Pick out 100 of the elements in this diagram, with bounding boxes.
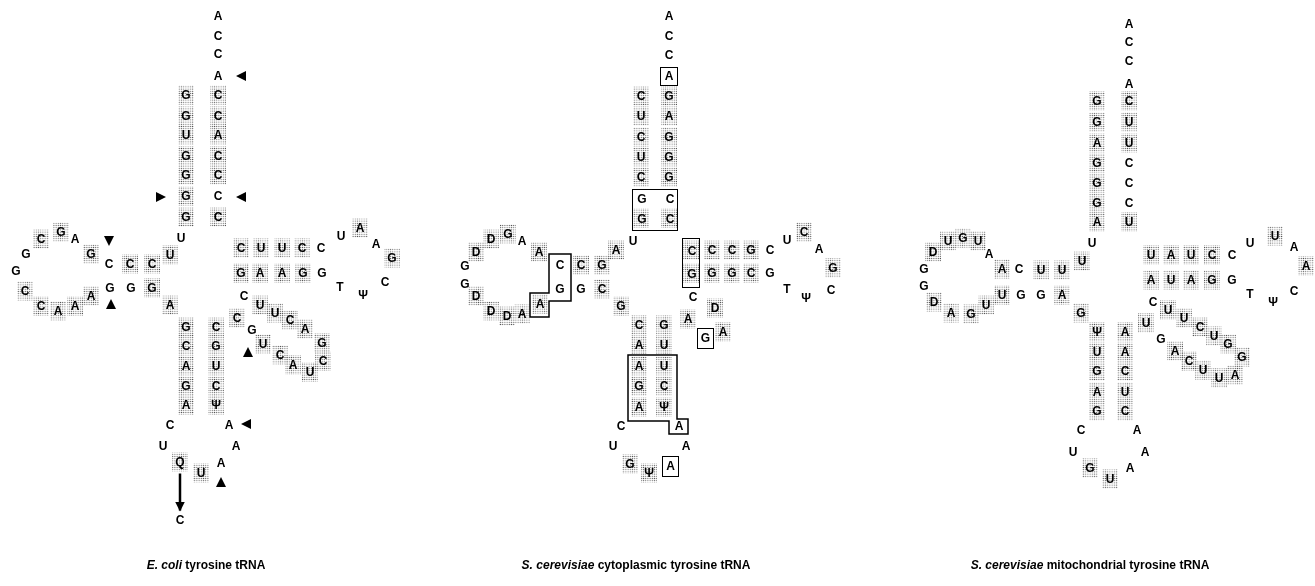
nucleotide-letter: C bbox=[554, 256, 566, 274]
nucleotide-letter: A bbox=[1091, 383, 1103, 401]
nucleotide-letter: U bbox=[276, 239, 288, 257]
nucleotide-letter: C bbox=[1123, 52, 1135, 70]
nucleotide-letter: U bbox=[1076, 252, 1088, 270]
nucleotide-letter: T bbox=[335, 278, 345, 296]
nucleotide-letter: G bbox=[726, 264, 738, 282]
nucleotide-letter: A bbox=[680, 437, 692, 455]
nucleotide-letter: C bbox=[1288, 282, 1300, 300]
nucleotide-letter: C bbox=[315, 239, 327, 257]
nucleotide-letter: C bbox=[103, 255, 115, 273]
nucleotide-letter: U bbox=[1269, 227, 1281, 245]
nucleotide-letter: C bbox=[124, 255, 136, 273]
boxed-nucleotide: G bbox=[697, 328, 714, 349]
nucleotide-letter: A bbox=[633, 398, 645, 416]
nucleotide-letter: C bbox=[1119, 402, 1131, 420]
nucleotide-letter: A bbox=[516, 232, 528, 250]
nucleotide-letter: C bbox=[663, 46, 675, 64]
nucleotide-letter: G bbox=[636, 190, 648, 208]
nucleotide-letter: G bbox=[1084, 459, 1096, 477]
nucleotide-letter: A bbox=[1056, 286, 1068, 304]
nucleotide-letter: G bbox=[125, 279, 137, 297]
nucleotide-letter: D bbox=[485, 230, 497, 248]
nucleotide-letter: Ψ bbox=[643, 464, 655, 482]
nucleotide-letter: A bbox=[534, 295, 546, 313]
nucleotide-letter: A bbox=[1229, 366, 1241, 384]
nucleotide-letter: U bbox=[942, 232, 954, 250]
nucleotide-letter: C bbox=[596, 280, 608, 298]
nucleotide-letter: G bbox=[146, 279, 158, 297]
nucleotide-letter: G bbox=[180, 107, 192, 125]
nucleotide-letter: C bbox=[687, 288, 699, 306]
nucleotide-letter: D bbox=[470, 243, 482, 261]
nucleotide-letter: C bbox=[173, 511, 187, 529]
nucleotide-letter: A bbox=[633, 336, 645, 354]
nucleotide-letter: G bbox=[636, 210, 648, 228]
nucleotide-letter: G bbox=[596, 256, 608, 274]
nucleotide-letter: A bbox=[663, 7, 675, 25]
nucleotide-letter: A bbox=[945, 304, 957, 322]
nucleotide-letter: C bbox=[726, 241, 738, 259]
nucleotide-letter: U bbox=[1140, 314, 1152, 332]
nucleotide-letter: A bbox=[610, 241, 622, 259]
nucleotide-letter: Ψ bbox=[1267, 293, 1279, 311]
nucleotide-letter: U bbox=[164, 246, 176, 264]
nucleotide-letter: G bbox=[180, 318, 192, 336]
nucleotide-letter: C bbox=[706, 241, 718, 259]
nucleotide-letter: U bbox=[658, 357, 670, 375]
nucleotide-letter: D bbox=[501, 307, 513, 325]
nucleotide-letter: C bbox=[235, 239, 247, 257]
nucleotide-letter: G bbox=[20, 245, 32, 263]
nucleotide-letter: C bbox=[1123, 194, 1135, 212]
nucleotide-letter: U bbox=[627, 232, 639, 250]
nucleotide-letter: C bbox=[212, 147, 224, 165]
structure-caption: S. cerevisiae cytoplasmic tyrosine tRNA bbox=[521, 558, 751, 572]
nucleotide-letter: U bbox=[1067, 443, 1079, 461]
nucleotide-letter: U bbox=[1086, 234, 1098, 252]
nucleotide-letter: G bbox=[459, 257, 471, 275]
nucleotide-letter: G bbox=[957, 229, 969, 247]
nucleotide-letter: Ψ bbox=[1091, 323, 1103, 341]
nucleotide-letter: G bbox=[624, 455, 636, 473]
nucleotide-letter: A bbox=[180, 357, 192, 375]
nucleotide-letter: G bbox=[686, 265, 698, 283]
nucleotide-letter: C bbox=[658, 377, 670, 395]
nucleotide-letter: Ψ bbox=[357, 286, 369, 304]
nucleotide-letter: C bbox=[35, 230, 47, 248]
nucleotide-letter: G bbox=[575, 280, 587, 298]
nucleotide-letter: U bbox=[635, 148, 647, 166]
nucleotide-letter: T bbox=[1245, 285, 1255, 303]
nucleotide-letter: C bbox=[210, 318, 222, 336]
nucleotide-letter: A bbox=[1145, 271, 1157, 289]
nucleotide-letter: G bbox=[1206, 271, 1218, 289]
nucleotide-letter: G bbox=[764, 264, 776, 282]
nucleotide-letter: A bbox=[516, 305, 528, 323]
nucleotide-letter: G bbox=[459, 275, 471, 293]
nucleotide-letter: A bbox=[254, 264, 266, 282]
nucleotide-letter: G bbox=[180, 377, 192, 395]
nucleotide-letter: C bbox=[212, 208, 224, 226]
nucleotide-letter: U bbox=[175, 229, 187, 247]
nucleotide-letter: G bbox=[502, 225, 514, 243]
nucleotide-letter: U bbox=[1162, 301, 1174, 319]
boxed-nucleotide: A bbox=[660, 67, 678, 86]
nucleotide-letter: C bbox=[146, 255, 158, 273]
nucleotide-letter: A bbox=[1119, 323, 1131, 341]
nucleotide-letter: U bbox=[996, 286, 1008, 304]
nucleotide-letter: A bbox=[813, 240, 825, 258]
nucleotide-letter: C bbox=[238, 287, 250, 305]
nucleotide-letter: U bbox=[195, 464, 207, 482]
nucleotide-letter: C bbox=[1119, 362, 1131, 380]
nucleotide-letter: U bbox=[1119, 383, 1131, 401]
nucleotide-letter: U bbox=[157, 437, 169, 455]
nucleotide-letter: U bbox=[1185, 246, 1197, 264]
nucleotide-letter: G bbox=[10, 262, 22, 280]
nucleotide-letter: U bbox=[1213, 369, 1225, 387]
nucleotide-letter: Ψ bbox=[658, 398, 670, 416]
nucleotide-letter: U bbox=[781, 231, 793, 249]
nucleotide-letter: C bbox=[212, 27, 224, 45]
nucleotide-letter: U bbox=[980, 296, 992, 314]
nucleotide-letter: C bbox=[19, 282, 31, 300]
nucleotide-letter: C bbox=[212, 45, 224, 63]
nucleotide-letter: A bbox=[1139, 443, 1151, 461]
nucleotide-letter: C bbox=[1123, 154, 1135, 172]
